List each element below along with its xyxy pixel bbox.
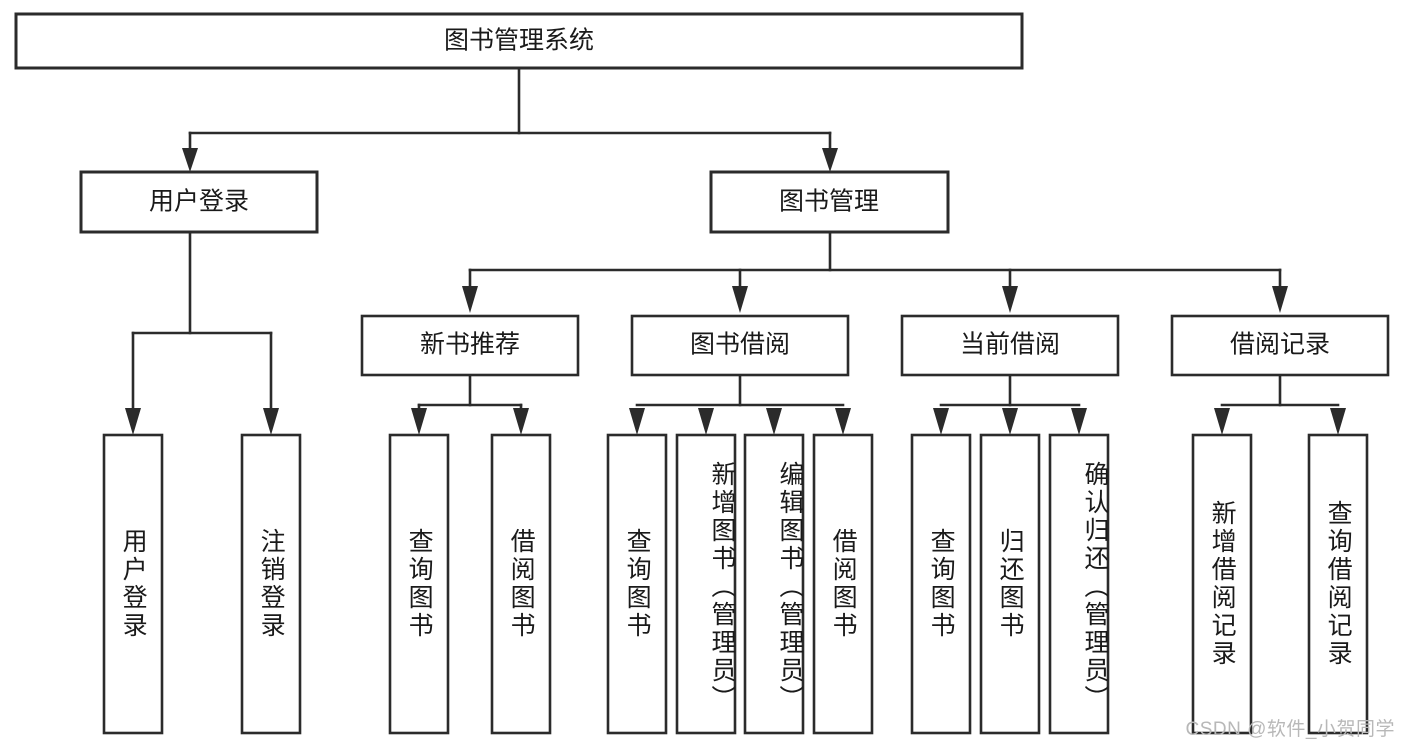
node-borrow-record[interactable]: 借阅记录 xyxy=(1170,314,1390,377)
leaf-box-ul-2[interactable] xyxy=(240,433,302,735)
leaf-boxes-current-borrow xyxy=(910,433,1110,735)
node-book-management[interactable]: 图书管理 xyxy=(709,170,950,234)
node-new-book-recommend-box[interactable] xyxy=(360,314,580,377)
arrow-head-borrow-record xyxy=(1272,286,1288,313)
csdn-watermark: CSDN @软件_小贺同学 xyxy=(1185,719,1395,740)
arrow-head-cb-leaf-2 xyxy=(1002,408,1018,435)
node-borrow-record-label: 借阅记录 xyxy=(1230,331,1330,359)
leaf-box-br-2[interactable] xyxy=(1307,433,1369,735)
connector-group-new-book xyxy=(411,373,529,435)
node-current-borrow-box[interactable] xyxy=(900,314,1120,377)
leaf-boxes-borrow-record xyxy=(1191,433,1369,735)
node-book-management-label: 图书管理 xyxy=(779,188,879,216)
node-borrow-record-box[interactable] xyxy=(1170,314,1390,377)
arrow-head-br-leaf-2 xyxy=(1330,408,1346,435)
node-user-login-label: 用户登录 xyxy=(149,188,249,216)
node-book-borrow-box[interactable] xyxy=(630,314,850,377)
arrow-head-ul-leaf-1 xyxy=(125,408,141,435)
connector-group-current-borrow xyxy=(933,373,1087,435)
arrow-head-cb-leaf-3 xyxy=(1071,408,1087,435)
node-book-borrow-label: 图书借阅 xyxy=(690,331,790,359)
arrow-head-bb-leaf-4 xyxy=(835,408,851,435)
leaf-box-nb-2[interactable] xyxy=(490,433,552,735)
node-user-login[interactable]: 用户登录 xyxy=(79,170,319,234)
arrow-head-cb-leaf-1 xyxy=(933,408,949,435)
node-book-management-box[interactable] xyxy=(709,170,950,234)
arrow-head-bb-leaf-1 xyxy=(629,408,645,435)
leaf-box-cb-1[interactable] xyxy=(910,433,972,735)
node-current-borrow[interactable]: 当前借阅 xyxy=(900,314,1120,377)
leaf-boxes-user-login xyxy=(102,433,302,735)
node-current-borrow-label: 当前借阅 xyxy=(960,331,1060,359)
connector-group-book-borrow xyxy=(629,373,851,435)
node-root[interactable]: 图书管理系统 xyxy=(14,12,1024,70)
leaf-box-bb-4[interactable] xyxy=(812,433,874,735)
node-book-borrow[interactable]: 图书借阅 xyxy=(630,314,850,377)
connector-group-borrow-record xyxy=(1214,373,1346,435)
leaf-box-nb-1[interactable] xyxy=(388,433,450,735)
leaf-box-br-1[interactable] xyxy=(1191,433,1253,735)
node-new-book-recommend[interactable]: 新书推荐 xyxy=(360,314,580,377)
arrow-head-bb-leaf-3 xyxy=(766,408,782,435)
arrow-head-new-book xyxy=(462,286,478,313)
node-root-box[interactable] xyxy=(14,12,1024,70)
arrow-head-nb-leaf-2 xyxy=(513,408,529,435)
leaf-box-cb-2[interactable] xyxy=(979,433,1041,735)
node-root-label: 图书管理系统 xyxy=(444,27,594,55)
arrow-head-book-borrow xyxy=(732,286,748,313)
arrow-head-book-mgmt xyxy=(822,148,838,172)
connector-group-root xyxy=(182,66,838,172)
connector-group-user-login xyxy=(125,230,279,435)
arrow-head-bb-leaf-2 xyxy=(698,408,714,435)
leaf-box-bb-1[interactable] xyxy=(606,433,668,735)
arrow-head-br-leaf-1 xyxy=(1214,408,1230,435)
arrow-head-ul-leaf-2 xyxy=(263,408,279,435)
leaf-box-ul-1[interactable] xyxy=(102,433,164,735)
leaf-boxes-new-book xyxy=(388,433,552,735)
connector-group-book-mgmt xyxy=(462,230,1288,313)
leaf-box-bb-2[interactable] xyxy=(675,433,737,735)
leaf-box-bb-3[interactable] xyxy=(743,433,805,735)
arrow-head-user-login xyxy=(182,148,198,172)
node-new-book-recommend-label: 新书推荐 xyxy=(420,331,520,359)
node-user-login-box[interactable] xyxy=(79,170,319,234)
arrow-head-current-borrow xyxy=(1002,286,1018,313)
leaf-boxes-book-borrow xyxy=(606,433,874,735)
leaf-box-cb-3[interactable] xyxy=(1048,433,1110,735)
arrow-head-nb-leaf-1 xyxy=(411,408,427,435)
